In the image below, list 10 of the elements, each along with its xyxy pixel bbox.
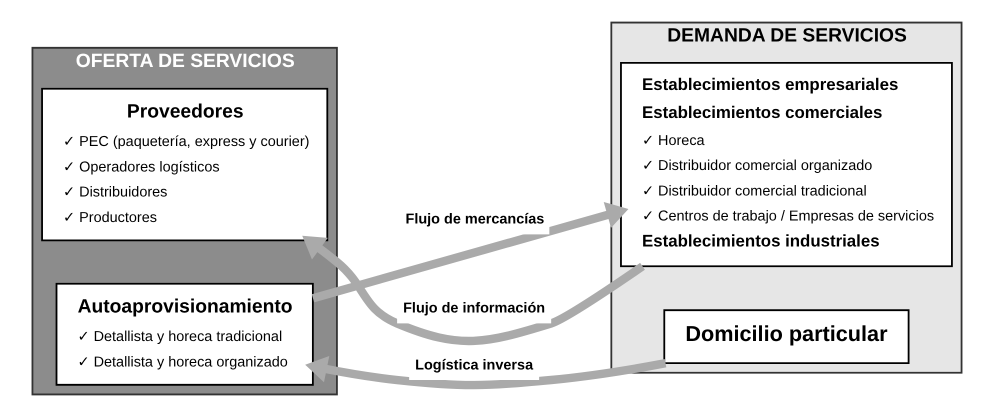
edge-label: Flujo de mercancías: [405, 212, 544, 228]
edge-label: Flujo de información: [402, 300, 545, 317]
node-box: Domicilio particular: [662, 309, 909, 364]
node-box: Proveedores ✓ PEC (paquetería, express y courier) ✓ Operadores logísticos ✓ Distribuidores ✓ Productores: [40, 88, 328, 242]
arrow: [304, 356, 666, 390]
node-box: Establecimientos empresariales Establecimientos comerciales ✓ Horeca ✓ Distribuidor comercial organizado ✓ Distribuidor comercial tradicional ✓ Centros de trabajo / Empresas de servicios Establecimientos industriales: [620, 62, 952, 268]
arrow: [302, 236, 644, 346]
edge-label: Logística inversa: [414, 357, 533, 374]
node-box: Autoaprovisionamiento ✓ Detallista y horeca tradicional ✓ Detallista y horeca organizado: [55, 282, 314, 386]
arrow: [311, 202, 628, 302]
